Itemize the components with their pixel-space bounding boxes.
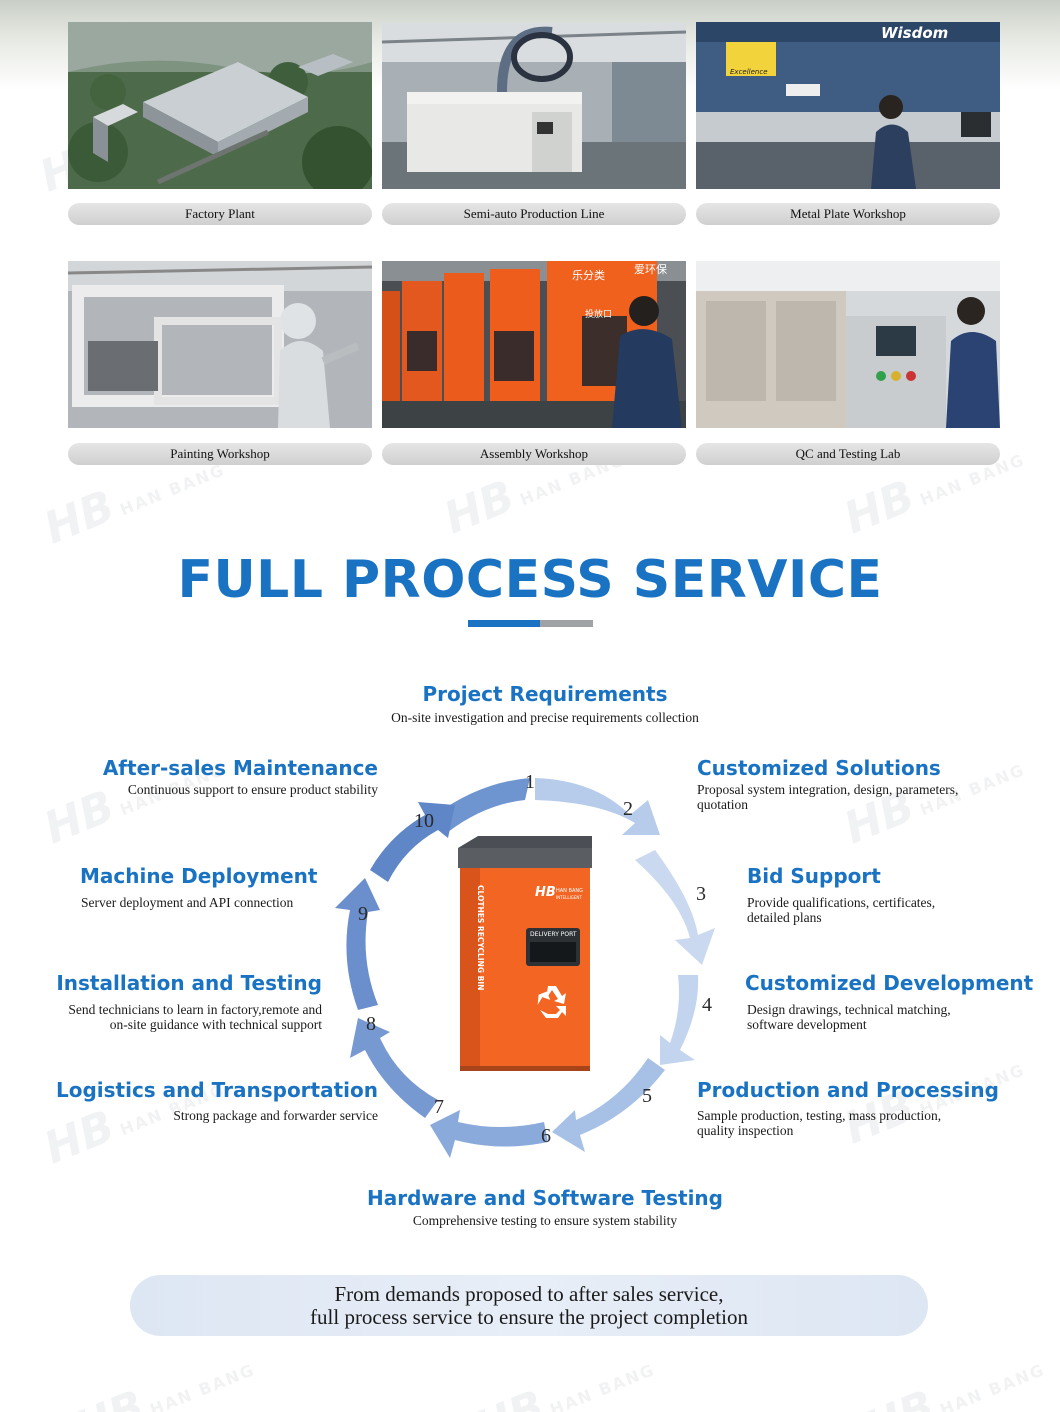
bin-brand-text: HAN BANG [556, 888, 583, 894]
watermark: HB HAN BANG [67, 1359, 258, 1412]
metal-plate-workshop-photo: Wisdom Excellence [696, 22, 1000, 189]
svg-text:爱环保: 爱环保 [634, 262, 667, 276]
step-9-title: Machine Deployment [80, 864, 318, 888]
step-5-title: Production and Processing [697, 1078, 999, 1102]
caption-painting-workshop: Painting Workshop [68, 443, 372, 465]
recycle-icon [537, 986, 566, 1018]
caption-qc-testing-lab: QC and Testing Lab [696, 443, 1000, 465]
bin-brand-logo: HB [535, 885, 556, 900]
step-number-2: 2 [623, 798, 633, 820]
step-number-3: 3 [696, 883, 706, 905]
arrow-segment [370, 802, 455, 882]
step-8-desc: Send technicians to learn in factory,rem… [68, 1002, 322, 1032]
watermark: HB HAN BANG [467, 1359, 658, 1412]
section-title: FULL PROCESS SERVICE [177, 550, 883, 610]
arrow-segment [660, 975, 699, 1065]
bottom-summary-banner: From demands proposed to after sales ser… [130, 1275, 928, 1336]
step-number-5: 5 [642, 1085, 652, 1107]
step-number-6: 6 [541, 1125, 551, 1147]
caption-metal-plate-workshop: Metal Plate Workshop [696, 203, 1000, 225]
factory-plant-photo [68, 22, 372, 189]
production-line-photo [382, 22, 686, 189]
bottom-line-2: full process service to ensure the proje… [310, 1305, 748, 1329]
arrow-segment [552, 1058, 665, 1152]
step-10-title: After-sales Maintenance [102, 756, 378, 780]
caption-production-line: Semi-auto Production Line [382, 203, 686, 225]
step-number-9: 9 [358, 903, 368, 925]
bin-side-text: CLOTHES RECYCLING BIN [476, 885, 485, 990]
svg-text:Wisdom: Wisdom [881, 24, 948, 42]
title-underline-gray [540, 620, 593, 627]
step-7-title: Logistics and Transportation [55, 1078, 378, 1102]
step-4-desc: Design drawings, technical matching,soft… [747, 1002, 951, 1032]
title-underline-accent [468, 620, 540, 627]
arrow-segment [535, 778, 660, 835]
bin-port-label: DELIVERY PORT [530, 931, 577, 938]
watermark: HB HAN BANG [857, 1359, 1048, 1412]
step-3-desc: Provide qualifications, certificates,det… [747, 895, 936, 925]
process-cycle-diagram: 1 2 3 4 5 6 7 8 9 10 DELIVERY PORT HB HA… [335, 771, 715, 1158]
arrow-segment [335, 878, 380, 1010]
step-number-8: 8 [366, 1013, 376, 1035]
bin-brand-sub: INTELLIGENT [556, 895, 582, 900]
svg-text:乐分类: 乐分类 [572, 268, 605, 282]
step-number-4: 4 [702, 994, 712, 1016]
arrow-segment [435, 778, 530, 832]
step-10-desc: Continuous support to ensure product sta… [127, 782, 378, 797]
cycle-arrows [335, 778, 715, 1158]
painting-workshop-photo [68, 261, 372, 428]
step-number-1: 1 [525, 771, 535, 793]
step-7-desc: Strong package and forwarder service [173, 1108, 378, 1123]
arrow-segment [430, 1110, 548, 1158]
assembly-workshop-photo: 乐分类 爱环保 投放口 [382, 261, 686, 428]
caption-factory-plant: Factory Plant [68, 203, 372, 225]
step-1-title: Project Requirements [422, 682, 668, 706]
step-3-title: Bid Support [747, 864, 881, 888]
arrow-segment [350, 1018, 438, 1118]
bottom-line-1: From demands proposed to after sales ser… [334, 1282, 724, 1306]
svg-text:Excellence: Excellence [730, 68, 768, 76]
step-4-title: Customized Development [745, 971, 1034, 995]
step-2-desc: Proposal system integration, design, par… [697, 782, 959, 812]
recycling-bin-illustration: DELIVERY PORT HB HAN BANG INTELLIGENT CL… [458, 836, 592, 1071]
step-2-title: Customized Solutions [697, 756, 941, 780]
step-5-desc: Sample production, testing, mass product… [697, 1108, 942, 1138]
qc-testing-lab-photo [696, 261, 1000, 428]
step-6-desc: Comprehensive testing to ensure system s… [412, 1213, 678, 1228]
arrow-segment [635, 850, 715, 965]
step-9-desc: Server deployment and API connection [81, 895, 294, 910]
step-number-10: 10 [414, 810, 434, 832]
step-1-desc: On-site investigation and precise requir… [391, 710, 699, 725]
step-number-7: 7 [434, 1096, 444, 1118]
step-8-title: Installation and Testing [56, 971, 322, 995]
svg-text:投放口: 投放口 [585, 308, 612, 320]
caption-assembly-workshop: Assembly Workshop [382, 443, 686, 465]
step-6-title: Hardware and Software Testing [367, 1186, 723, 1210]
